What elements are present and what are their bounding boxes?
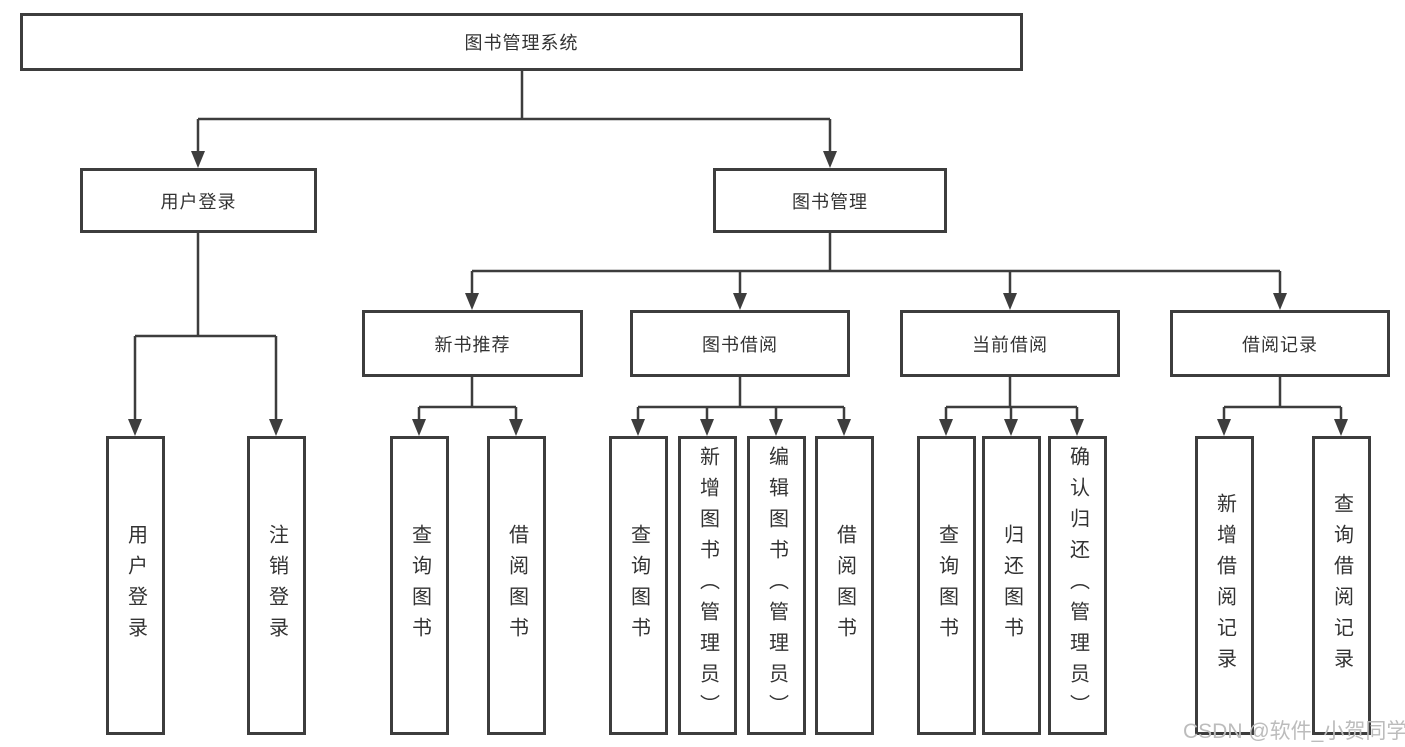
leaf-current-query-books-label: 查询图书 <box>935 523 958 648</box>
branch-borrowing-records-label: 借阅记录 <box>1242 334 1318 355</box>
watermark: CSDN @软件_小贺同学 <box>1183 720 1405 743</box>
leaf-current-query-books: 查询图书 <box>917 436 976 735</box>
leaf-borrow-add-books-admin-label: 新增图书（管理员） <box>696 446 719 725</box>
leaf-borrow-add-books-admin: 新增图书（管理员） <box>678 436 737 735</box>
branch-new-book-recommendation: 新书推荐 <box>362 310 583 377</box>
branch-borrowing-records: 借阅记录 <box>1170 310 1390 377</box>
leaf-logout-label: 注销登录 <box>265 523 288 648</box>
leaf-records-add-record-label: 新增借阅记录 <box>1213 492 1236 679</box>
leaf-borrow-borrow-books-label: 借阅图书 <box>833 523 856 648</box>
branch-user-login-label: 用户登录 <box>160 191 237 212</box>
leaf-borrow-edit-books-admin-label: 编辑图书（管理员） <box>765 446 788 725</box>
leaf-logout: 注销登录 <box>247 436 306 735</box>
branch-current-borrowing-label: 当前借阅 <box>972 334 1048 355</box>
leaf-current-return-books: 归还图书 <box>982 436 1041 735</box>
branch-book-management: 图书管理 <box>713 168 947 233</box>
leaf-current-confirm-return-admin-label: 确认归还（管理员） <box>1066 446 1089 725</box>
leaf-borrow-borrow-books: 借阅图书 <box>815 436 874 735</box>
leaf-records-query-record-label: 查询借阅记录 <box>1330 492 1353 679</box>
branch-new-book-recommendation-label: 新书推荐 <box>434 334 511 355</box>
leaf-user-login: 用户登录 <box>106 436 165 735</box>
branch-book-management-label: 图书管理 <box>792 191 868 212</box>
branch-book-borrowing: 图书借阅 <box>630 310 850 377</box>
node-root: 图书管理系统 <box>20 13 1023 71</box>
branch-user-login: 用户登录 <box>80 168 317 233</box>
branch-book-borrowing-label: 图书借阅 <box>702 334 778 355</box>
leaf-recommend-borrow-books: 借阅图书 <box>487 436 546 735</box>
leaf-recommend-query-books-label: 查询图书 <box>408 523 431 648</box>
leaf-recommend-borrow-books-label: 借阅图书 <box>505 523 528 648</box>
leaf-current-return-books-label: 归还图书 <box>1000 523 1023 648</box>
leaf-borrow-query-books: 查询图书 <box>609 436 668 735</box>
leaf-current-confirm-return-admin: 确认归还（管理员） <box>1048 436 1107 735</box>
leaf-recommend-query-books: 查询图书 <box>390 436 449 735</box>
leaf-user-login-label: 用户登录 <box>124 523 147 648</box>
leaf-records-query-record: 查询借阅记录 <box>1312 436 1371 735</box>
leaf-borrow-edit-books-admin: 编辑图书（管理员） <box>747 436 806 735</box>
node-root-label: 图书管理系统 <box>464 33 579 53</box>
leaf-records-add-record: 新增借阅记录 <box>1195 436 1254 735</box>
leaf-borrow-query-books-label: 查询图书 <box>627 523 650 648</box>
branch-current-borrowing: 当前借阅 <box>900 310 1120 377</box>
